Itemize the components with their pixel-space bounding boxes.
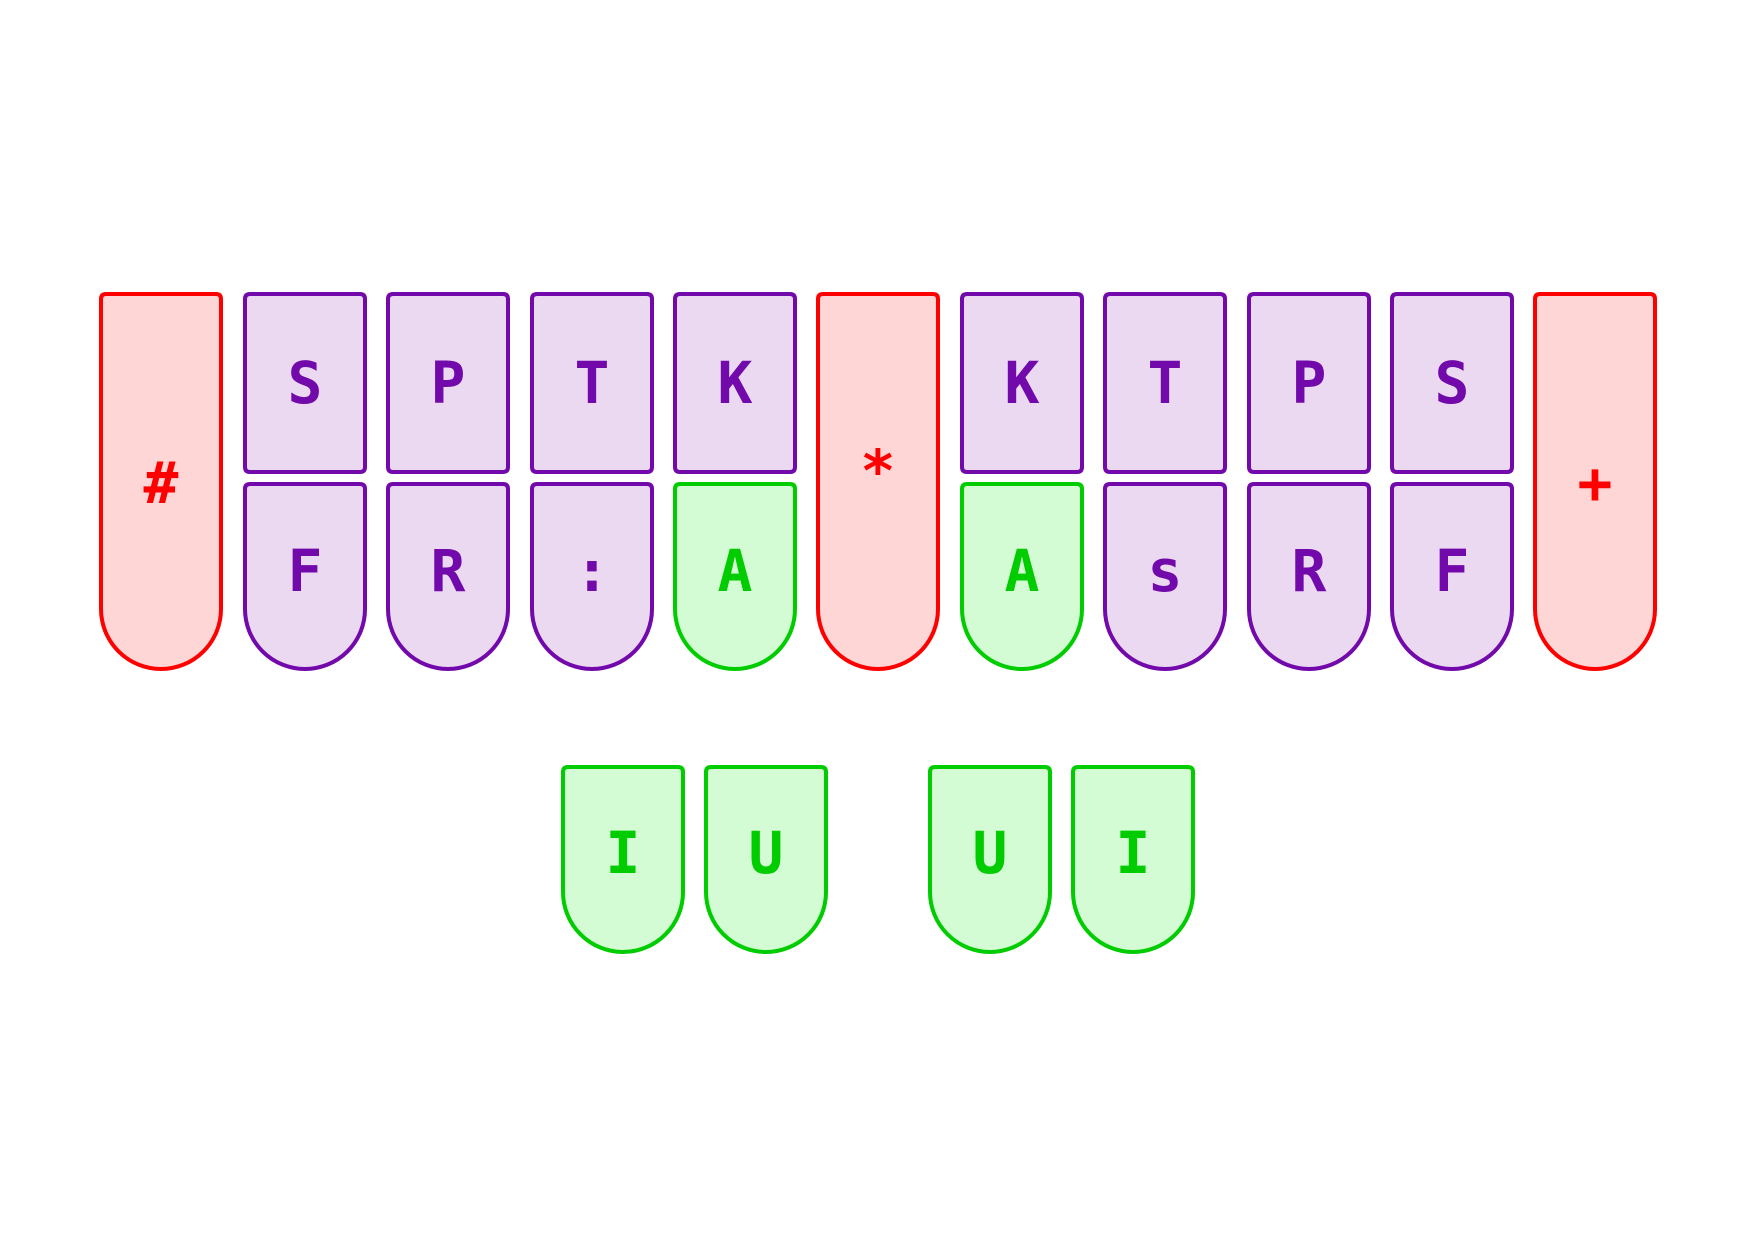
key-shape [243,482,367,671]
right-p-key: P [1247,292,1371,474]
key-label: F [288,537,323,605]
key-shape [530,482,654,671]
hash-icon: # [144,449,179,517]
right-lowercase-s-key: s [1103,482,1227,671]
key-shape [673,482,797,671]
key-shape [530,292,654,474]
key-label: S [1435,349,1470,417]
key-label: P [1292,349,1327,417]
key-shape [816,292,940,671]
asterisk-icon: * [861,437,896,505]
key-label: T [1148,349,1183,417]
key-shape [99,292,223,671]
left-colon-key: : [530,482,654,671]
key-shape [243,292,367,474]
key-label: s [1148,537,1183,605]
key-shape [1103,482,1227,671]
key-label: I [1116,819,1151,887]
key-label: U [749,819,784,887]
thumb-i-right-key: I [1071,765,1195,954]
left-f-key: F [243,482,367,671]
key-label: K [718,349,753,417]
key-shape [960,292,1084,474]
key-shape [386,292,510,474]
key-label: A [718,537,753,605]
key-shape [1390,482,1514,671]
key-shape [1533,292,1657,671]
thumb-i-left-key: I [561,765,685,954]
key-label: S [288,349,323,417]
right-t-key: T [1103,292,1227,474]
key-shape [386,482,510,671]
plus-icon: + [1578,449,1613,517]
key-label: T [575,349,610,417]
key-label: R [431,537,466,605]
left-t-key: T [530,292,654,474]
left-r-key: R [386,482,510,671]
key-label: U [973,819,1008,887]
key-label: K [1005,349,1040,417]
key-shape [561,765,685,954]
key-label: F [1435,537,1470,605]
key-shape [673,292,797,474]
right-f-key: F [1390,482,1514,671]
right-a-key: A [960,482,1084,671]
right-s-key: S [1390,292,1514,474]
star-key: * [816,292,940,671]
key-shape [1247,292,1371,474]
thumb-u-right-key: U [928,765,1052,954]
left-p-key: P [386,292,510,474]
key-label: I [606,819,641,887]
key-shape [704,765,828,954]
key-shape [960,482,1084,671]
left-k-key: K [673,292,797,474]
key-label: : [575,537,610,605]
right-k-key: K [960,292,1084,474]
key-label: P [431,349,466,417]
key-label: R [1292,537,1327,605]
key-label: A [1005,537,1040,605]
key-shape [1071,765,1195,954]
key-shape [1103,292,1227,474]
thumb-u-left-key: U [704,765,828,954]
key-shape [1390,292,1514,474]
number-bar-key: # [99,292,223,671]
key-shape [1247,482,1371,671]
left-s-key: S [243,292,367,474]
right-r-key: R [1247,482,1371,671]
plus-bar-key: + [1533,292,1657,671]
key-shape [928,765,1052,954]
left-a-key: A [673,482,797,671]
